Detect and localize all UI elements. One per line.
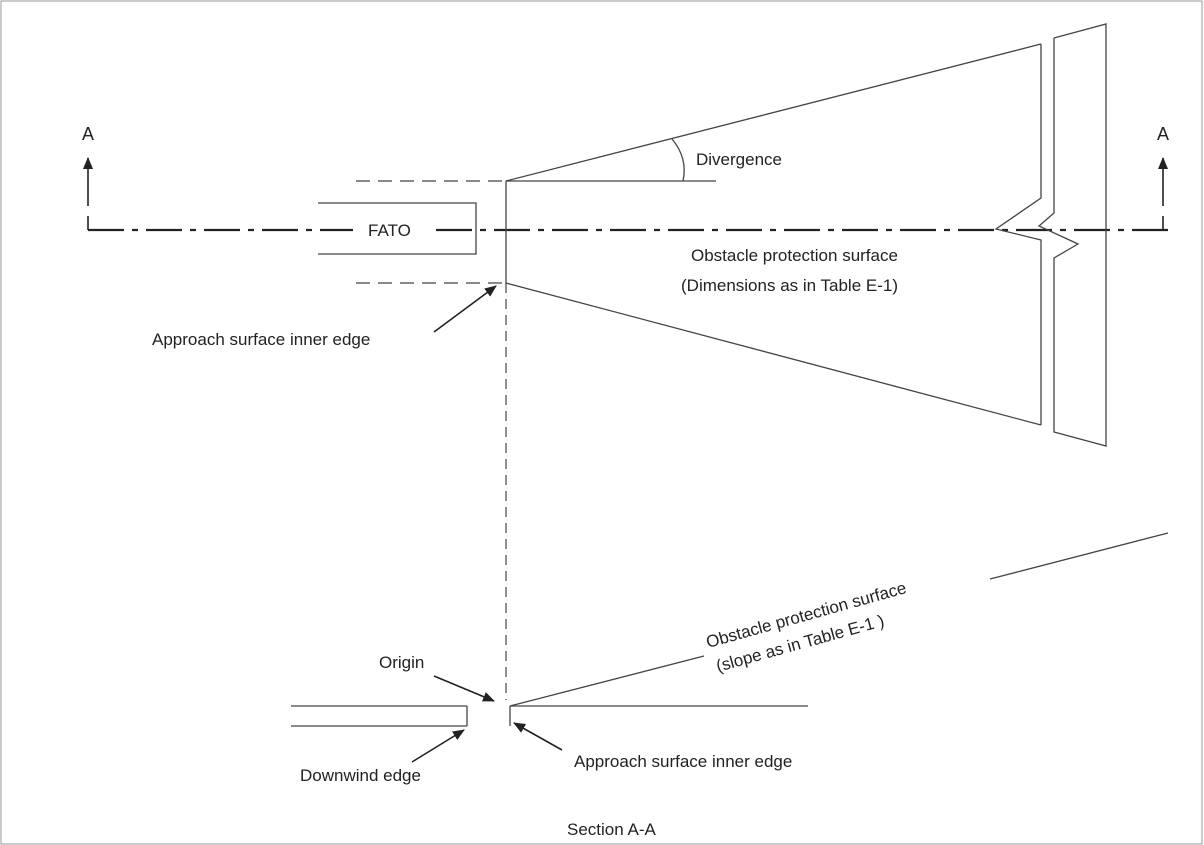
section-marker-left: A	[82, 124, 94, 144]
approach-side-top	[505, 43, 1042, 182]
section-ops-slope-far	[989, 532, 1169, 580]
approach-inner-edge-plan-arrow	[433, 285, 497, 333]
ops-plan-label-line1: Obstacle protection surface	[691, 246, 898, 265]
fato-box	[318, 202, 477, 255]
approach-side-bottom	[505, 282, 1042, 426]
divergence-label: Divergence	[696, 150, 782, 169]
approach-inner-edge-plan-label: Approach surface inner edge	[152, 330, 370, 349]
break-line-inner	[994, 44, 1042, 425]
approach-inner-edge-section-arrow	[513, 722, 563, 751]
approach-inner-edge-section-label: Approach surface inner edge	[574, 752, 792, 771]
section-marker-right: A	[1157, 124, 1169, 144]
fato-label-bg	[353, 216, 433, 242]
divergence-arc	[671, 138, 685, 182]
origin-label: Origin	[379, 653, 424, 672]
fato-label: FATO	[368, 221, 411, 240]
ops-plan-label-line2: (Dimensions as in Table E-1)	[681, 276, 898, 295]
break-line-outer	[1037, 23, 1107, 447]
downwind-edge-label: Downwind edge	[300, 766, 421, 785]
origin-arrow	[433, 675, 495, 702]
section-ops-slope-near	[509, 655, 705, 707]
section-title: Section A-A	[567, 820, 656, 839]
downwind-edge-arrow	[411, 729, 465, 763]
